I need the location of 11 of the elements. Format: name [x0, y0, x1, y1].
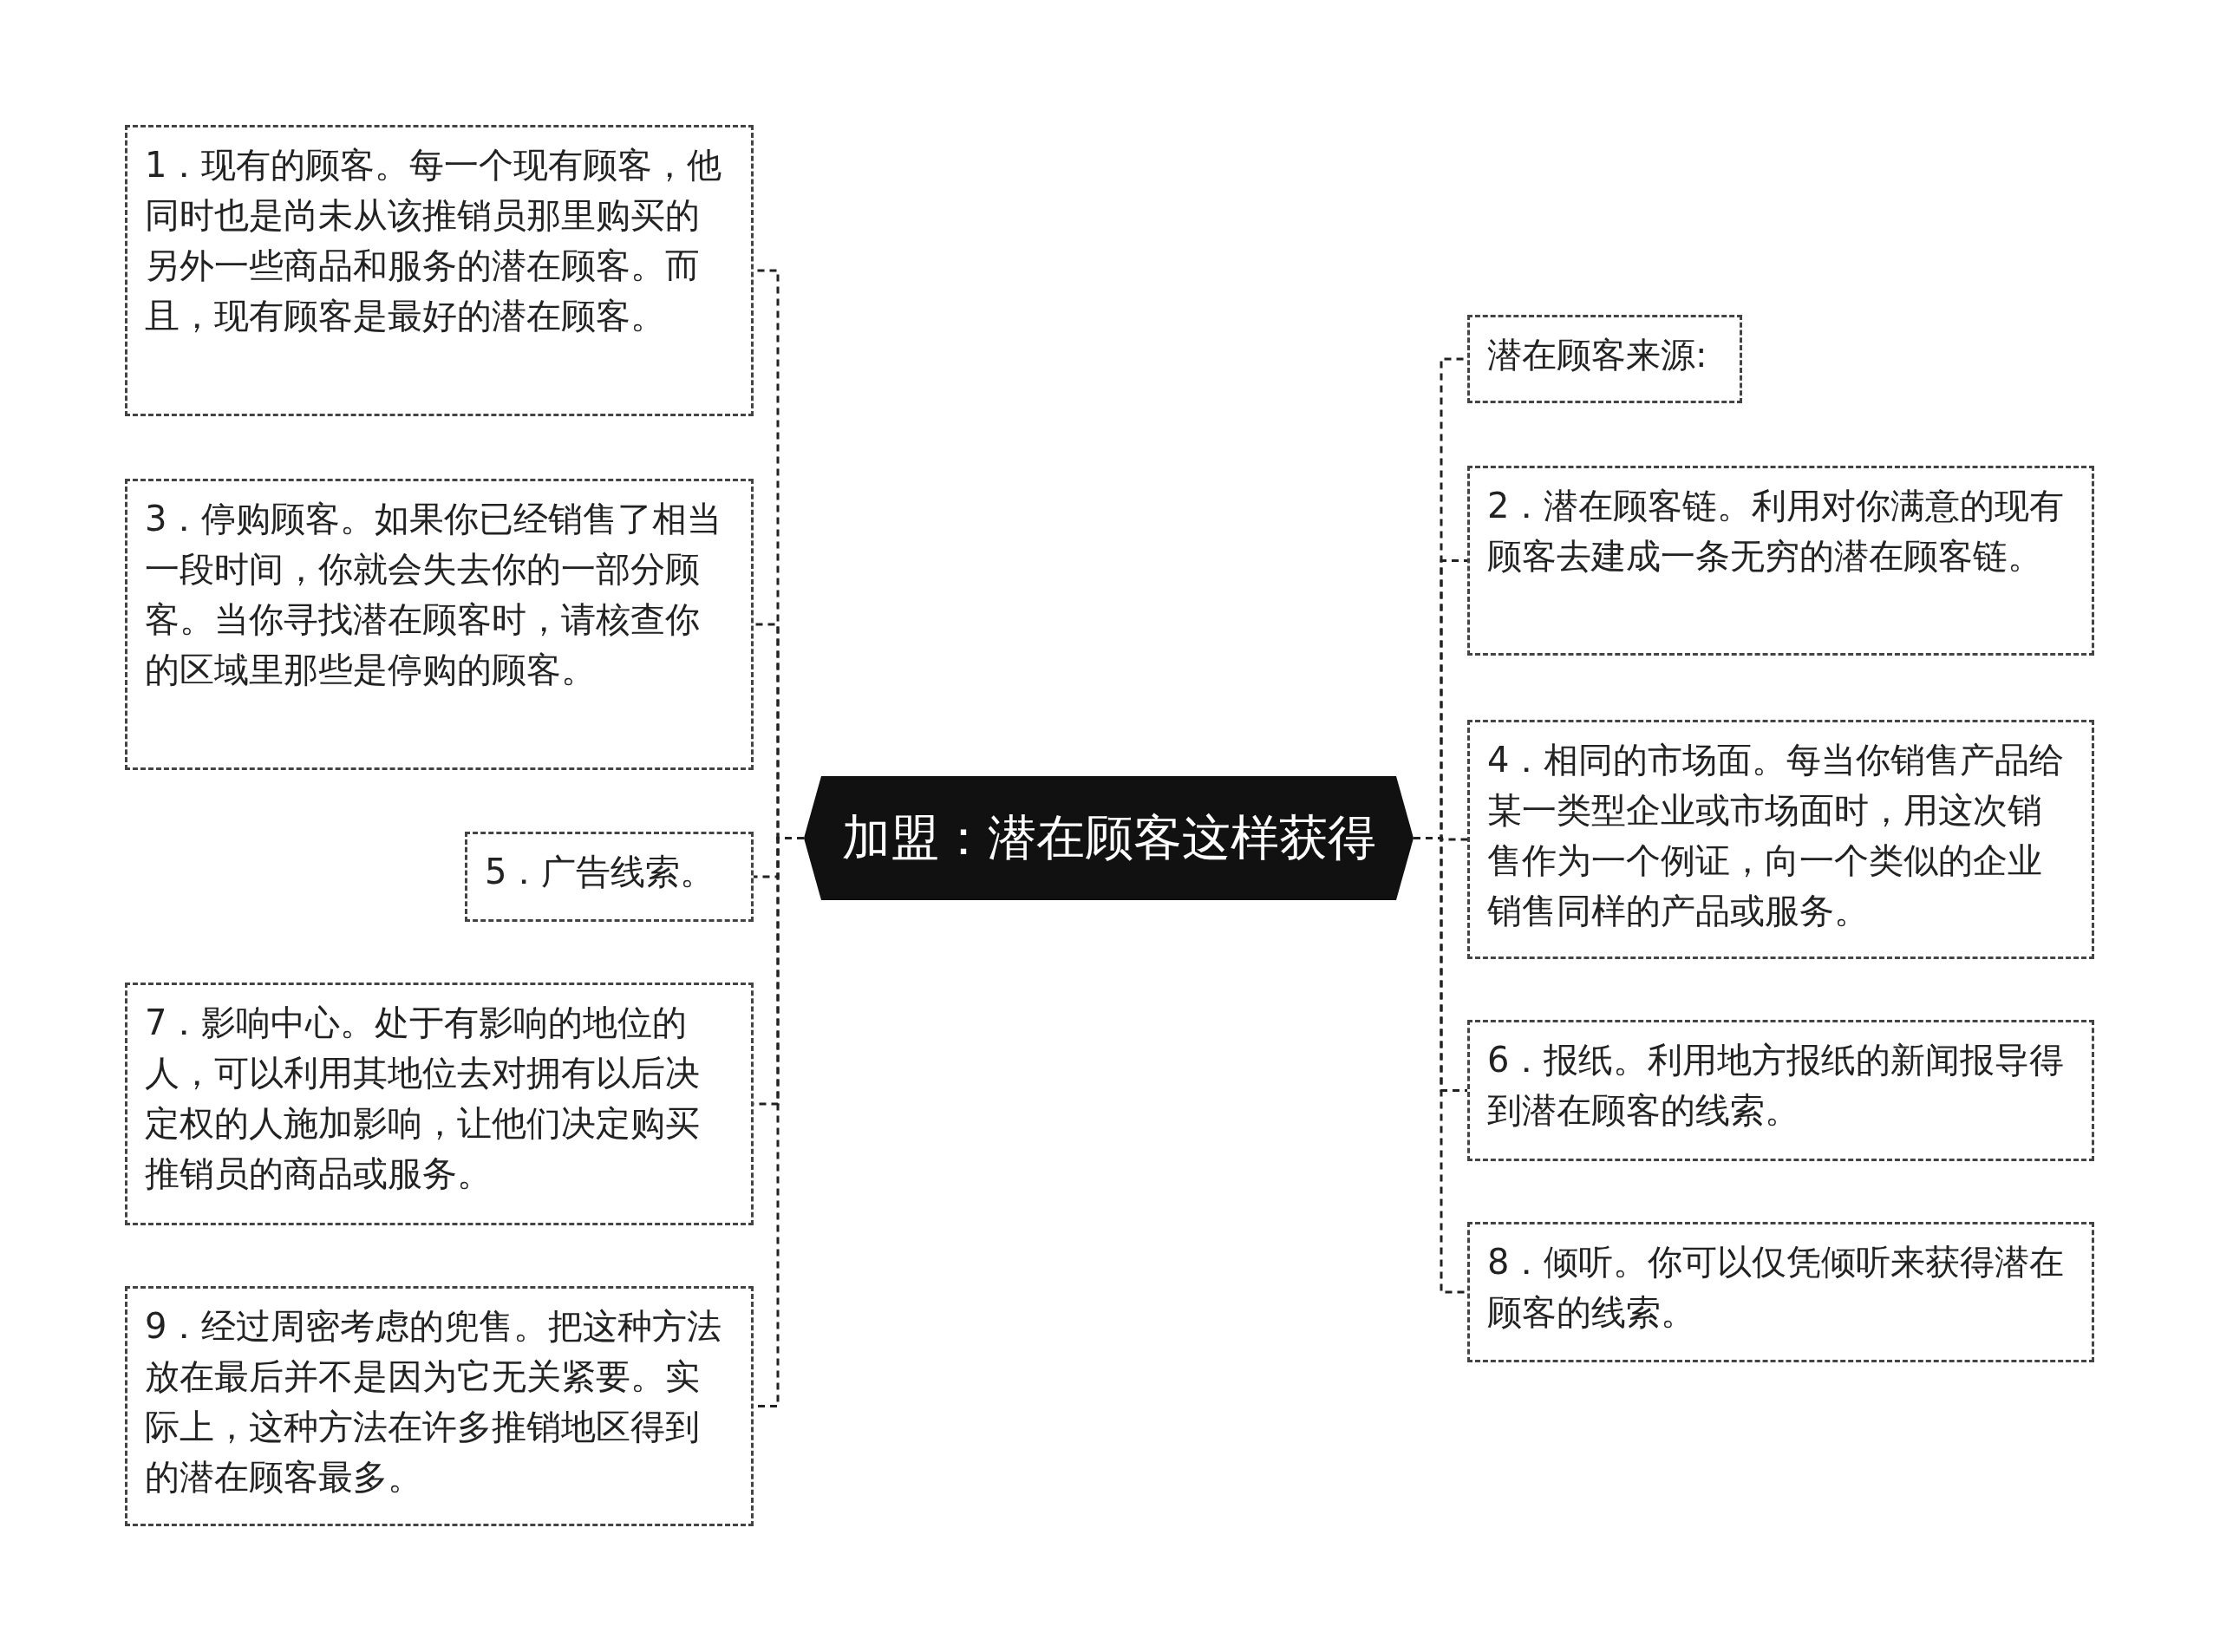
text-box: 3．停购顾客。如果你已经销售了相当一段时间，你就会失去你的一部分顾客。当你寻找潜在顾客时，请核查你的区域里那些是停购的顾客。	[125, 479, 754, 770]
text-box: 9．经过周密考虑的兜售。把这种方法放在最后并不是因为它无关紧要。实际上，这种方法在许多推销地区得到的潜在顾客最多。	[125, 1286, 754, 1526]
topic-title: 加盟：潜在顾客这样获得	[841, 807, 1376, 867]
text-box: 6．报纸。利用地方报纸的新闻报导得到潜在顾客的线索。	[1467, 1020, 2094, 1161]
text-box: 7．影响中心。处于有影响的地位的人，可以利用其地位去对拥有以后决定权的人施加影响，让他们决定购买推销员的商品或服务。	[125, 983, 754, 1225]
text-box: 5．广告线索。	[465, 832, 754, 922]
text-box: 2．潜在顾客链。利用对你满意的现有顾客去建成一条无穷的潜在顾客链。	[1467, 466, 2094, 656]
text-box: 潜在顾客来源:	[1467, 315, 1742, 403]
text-box: 4．相同的市场面。每当你销售产品给某一类型企业或市场面时，用这次销售作为一个例证，向一个类似的企业销售同样的产品或服务。	[1467, 720, 2094, 959]
text-box: 8．倾听。你可以仅凭倾听来获得潜在顾客的线索。	[1467, 1222, 2094, 1362]
text-box: 1．现有的顾客。每一个现有顾客，他同时也是尚未从该推销员那里购买的另外一些商品和服务的潜在顾客。而且，现有顾客是最好的潜在顾客。	[125, 125, 754, 416]
